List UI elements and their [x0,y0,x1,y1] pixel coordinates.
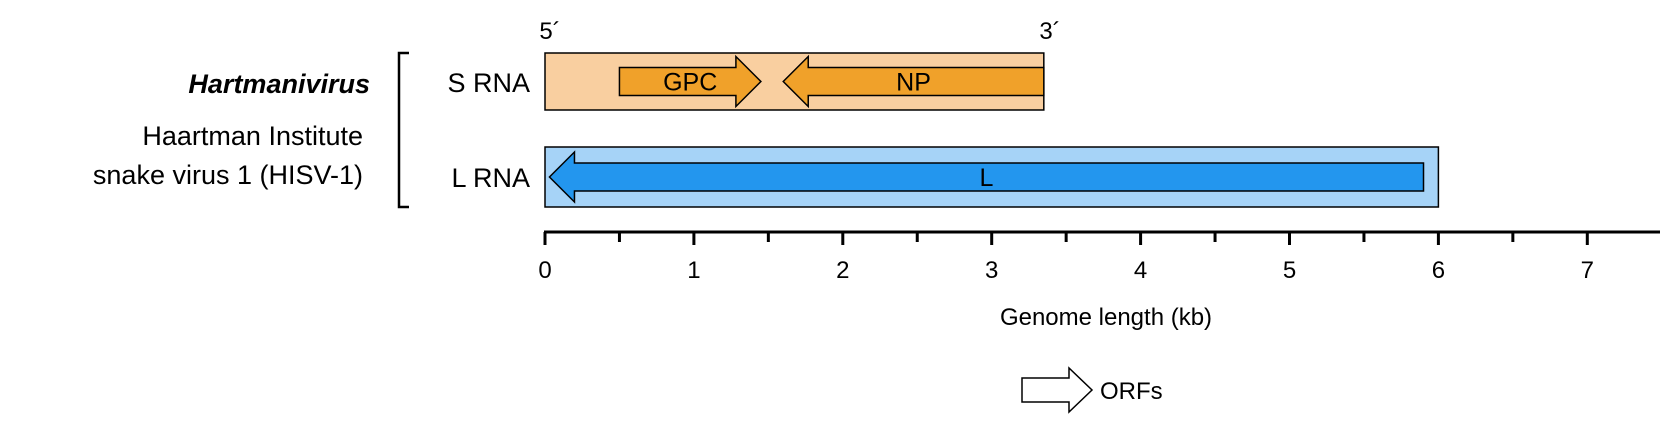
axis-tick-label: 6 [1432,257,1445,284]
axis-tick-label: 0 [538,257,551,284]
orf-arrow-np [782,54,1045,109]
axis-tick-label: 3 [985,257,998,284]
five-prime-label: 5´ [539,18,560,45]
axis-tick-label: 4 [1134,257,1147,284]
orf-arrow-gpc [618,54,762,109]
virus-name-line-1: Haartman Institute [142,121,363,151]
segment-label-l-rna: L RNA [451,163,530,193]
orf-legend: ORFs [1021,366,1163,414]
orf-arrow-l [548,150,1425,204]
orf-label-gpc: GPC [663,69,717,97]
axis-tick-label: 7 [1581,257,1594,284]
axis-title: Genome length (kb) [1000,304,1212,331]
orf-label-np: NP [896,69,931,97]
orf-legend-arrow-icon [1021,366,1094,414]
axis-tick-label: 2 [836,257,849,284]
s-rna-segment: S RNA GPC NP [447,52,1045,111]
orf-legend-label: ORFs [1100,378,1163,405]
axis-tick-label: 1 [687,257,700,284]
segment-label-s-rna: S RNA [447,68,530,98]
genome-length-axis: 0 1 2 3 4 5 6 7 [538,230,1660,284]
three-prime-label: 3´ [1039,18,1060,45]
virus-name-line-2: snake virus 1 (HISV-1) [93,160,363,190]
genus-label: Hartmanivirus [188,69,370,99]
axis-tick-label: 5 [1283,257,1296,284]
l-rna-segment: L RNA L [451,146,1440,208]
bracket [397,51,409,209]
orf-label-l: L [980,164,994,192]
